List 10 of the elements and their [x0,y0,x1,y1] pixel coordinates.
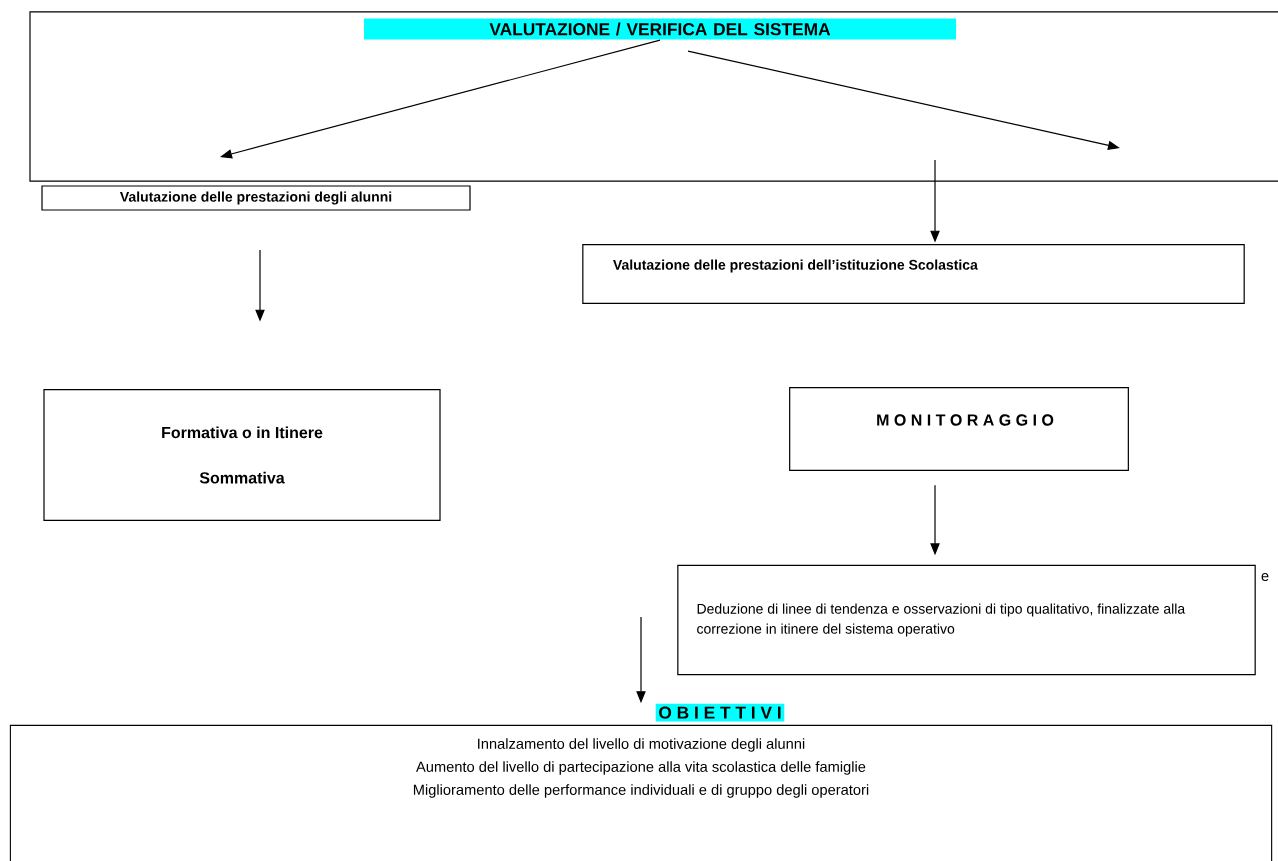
process-box: Deduzione di linee di tendenza e osservazioni di tipo qualitativo, finalizzate alla correzione in itinere del sistema operativo [677,564,1256,676]
box-text: Valutazione delle prestazioni dell’istituzione Scolastica [613,259,978,273]
title-banner: VALUTAZIONE / VERIFICA DEL SISTEMA [364,18,956,40]
objective-text: Miglioramento delle performance individuali e di gruppo degli operatori [413,784,869,798]
objective-text: Aumento del livello di partecipazione alla vita scolastica delle famiglie [416,761,866,775]
process-box: Formativa o in Itinere Sommativa [43,389,441,521]
box-text: M O N I T O R A G G I O [877,414,1054,426]
process-box: Valutazione delle prestazioni degli alunni [41,185,471,211]
objective-text: Innalzamento del livello di motivazione degli alunni [478,738,805,752]
heading-banner: O B I E T T I V I [655,703,785,722]
